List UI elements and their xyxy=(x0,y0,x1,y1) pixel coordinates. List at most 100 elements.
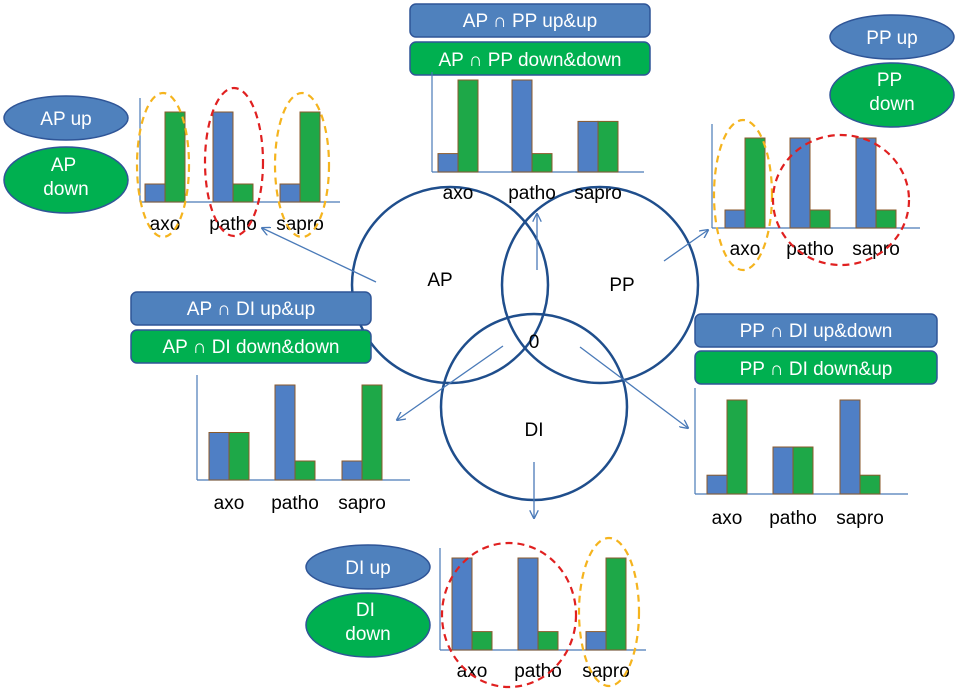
x-tick-label-axo: axo xyxy=(150,214,181,235)
label-ellipse-di-up xyxy=(305,544,431,590)
x-tick-label-sapro: sapro xyxy=(338,493,386,514)
bar-down-sapro xyxy=(605,557,627,651)
label-ap-pp-up: AP ∩ PP up&up xyxy=(463,11,597,32)
bar-charts: axo patho sapro axo patho sapro axo patho sapro a… xyxy=(139,72,920,682)
label-ellipse-pp-down xyxy=(829,62,955,128)
bar-up-axo xyxy=(208,432,230,481)
bar-up-sapro xyxy=(855,137,877,229)
bar-down-sapro xyxy=(859,474,881,495)
label-pp-up: PP up xyxy=(866,28,917,49)
arrow-to-pp-di xyxy=(579,346,688,428)
bar-up-axo xyxy=(437,153,459,173)
venn-label-pp: PP xyxy=(609,275,634,296)
bar-up-sapro xyxy=(839,399,861,495)
label-ap-di-down: AP ∩ DI down&down xyxy=(162,337,339,358)
venn-diagram: AP PP DI 0 xyxy=(350,185,700,502)
bar-down-axo xyxy=(228,432,250,481)
x-tick-label-axo: axo xyxy=(214,493,245,514)
x-tick-label-patho: patho xyxy=(786,239,834,260)
bar-up-patho xyxy=(772,446,794,495)
label-ap-down-line1: AP xyxy=(51,155,76,176)
label-di-down-line2: down xyxy=(345,624,390,645)
bar-down-axo xyxy=(457,79,479,173)
label-box-pp-di-down xyxy=(694,350,938,385)
label-box-ap-pp-up xyxy=(409,3,651,38)
label-ellipse-pp-up xyxy=(829,14,955,60)
x-tick-label-patho: patho xyxy=(514,661,562,682)
label-boxes: AP ∩ PP up&up AP ∩ PP down&down AP up AP… xyxy=(3,3,955,658)
bar-down-axo xyxy=(744,137,766,229)
x-tick-label-patho: patho xyxy=(508,183,556,204)
label-ellipse-ap-up xyxy=(3,95,129,141)
arrows xyxy=(262,214,708,518)
label-di-up: DI up xyxy=(345,558,390,579)
highlight-ap-patho xyxy=(203,86,265,238)
bar-down-patho xyxy=(792,446,814,495)
x-tick-label-sapro: sapro xyxy=(852,239,900,260)
label-di-down: DI down xyxy=(345,600,390,645)
bar-up-patho xyxy=(517,557,539,651)
bar-down-patho xyxy=(232,183,254,203)
arrow-to-pp xyxy=(663,230,708,262)
label-ellipse-di-down xyxy=(305,592,431,658)
highlight-ap-axo xyxy=(135,91,191,239)
label-ap-down: AP down xyxy=(43,155,88,200)
bar-up-sapro xyxy=(279,183,301,203)
bar-up-sapro xyxy=(585,631,607,651)
highlight-pp-axo xyxy=(712,118,774,272)
bar-up-axo xyxy=(724,209,746,229)
bar-down-sapro xyxy=(299,111,321,203)
bar-up-patho xyxy=(511,79,533,173)
x-tick-label-sapro: sapro xyxy=(574,183,622,204)
label-box-ap-pp-down xyxy=(409,41,651,76)
highlight-di-axo-patho xyxy=(440,541,578,689)
highlight-ellipses xyxy=(135,86,911,689)
venn-label-ap: AP xyxy=(427,270,452,291)
label-ap-pp-down: AP ∩ PP down&down xyxy=(438,50,621,71)
label-pp-di-down: PP ∩ DI down&up xyxy=(740,359,893,380)
label-box-ap-di-up xyxy=(130,291,372,326)
bar-down-sapro xyxy=(875,209,897,229)
arrow-to-ap xyxy=(262,228,377,283)
x-tick-label-axo: axo xyxy=(730,239,761,260)
bar-down-sapro xyxy=(361,384,383,481)
label-pp-di-up: PP ∩ DI up&down xyxy=(740,321,893,342)
highlight-ap-sapro xyxy=(273,91,331,239)
venn-center-value: 0 xyxy=(529,332,540,353)
bar-down-patho xyxy=(537,631,559,651)
label-ellipse-ap-down xyxy=(3,146,129,214)
bar-up-sapro xyxy=(341,460,363,481)
label-pp-down: PP down xyxy=(869,70,914,115)
bar-down-axo xyxy=(471,631,493,651)
chart-pp: axo patho sapro xyxy=(711,124,920,260)
x-tick-label-patho: patho xyxy=(769,508,817,529)
label-ap-down-line2: down xyxy=(43,179,88,200)
label-pp-down-line1: PP xyxy=(877,70,902,91)
label-box-pp-di-up xyxy=(694,313,938,348)
chart-ap-di: axo patho sapro xyxy=(196,375,410,514)
bar-up-axo xyxy=(706,474,728,495)
x-tick-label-sapro: sapro xyxy=(582,661,630,682)
highlight-di-sapro xyxy=(577,536,641,688)
bar-up-patho xyxy=(274,384,296,481)
x-tick-label-axo: axo xyxy=(712,508,743,529)
venn-label-di: DI xyxy=(525,420,544,441)
arrow-to-ap-di xyxy=(397,345,504,420)
x-tick-label-patho: patho xyxy=(271,493,319,514)
bar-up-patho xyxy=(212,111,234,203)
label-di-down-line1: DI xyxy=(356,600,375,621)
label-pp-down-line2: down xyxy=(869,94,914,115)
bar-up-axo xyxy=(451,557,473,651)
bar-down-sapro xyxy=(597,120,619,173)
bar-down-patho xyxy=(294,460,316,481)
bar-up-axo xyxy=(144,183,166,203)
highlight-pp-patho-sapro xyxy=(771,133,911,267)
bar-down-patho xyxy=(809,209,831,229)
bar-down-axo xyxy=(164,111,186,203)
x-tick-label-sapro: sapro xyxy=(276,214,324,235)
